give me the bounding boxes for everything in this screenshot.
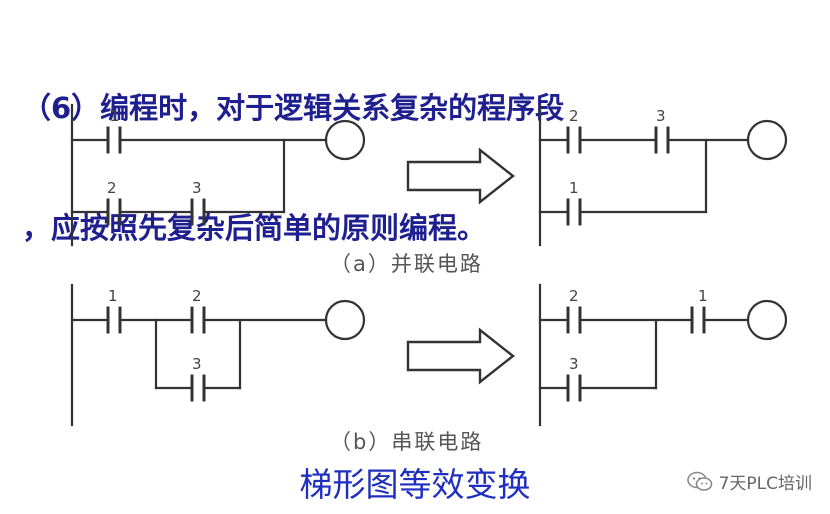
wechat-icon <box>686 471 712 491</box>
watermark: 7天PLC培训 <box>686 469 812 494</box>
heading-line-1: （6）编程时，对于逻辑关系复杂的程序段 <box>22 91 565 125</box>
contact-label: 3 <box>569 355 579 373</box>
contact-label: 2 <box>569 107 579 125</box>
contact-label: 2 <box>569 287 579 305</box>
contact-label: 1 <box>698 287 708 305</box>
contact-label: 3 <box>192 355 202 373</box>
caption-series: （b）串联电路 <box>330 430 483 454</box>
contact-label: 3 <box>192 179 202 197</box>
bottom-left-ladder <box>70 283 366 427</box>
caption-parallel: （a）并联电路 <box>330 252 483 276</box>
bottom-arrow-icon <box>406 327 515 385</box>
bottom-right-ladder <box>538 283 788 427</box>
contact-label: 3 <box>656 107 666 125</box>
contact-label: 1 <box>110 107 120 125</box>
top-right-ladder <box>538 103 788 247</box>
watermark-text: 7天PLC培训 <box>718 474 812 494</box>
heading: （6）编程时，对于逻辑关系复杂的程序段 ，应按照先复杂后简单的原则编程。 <box>22 8 564 288</box>
contact-label: 2 <box>192 287 202 305</box>
heading-line-2: ，应按照先复杂后简单的原则编程。 <box>22 211 487 245</box>
contact-label: 1 <box>108 287 118 305</box>
top-left-ladder <box>70 103 366 247</box>
contact-label: 2 <box>107 179 117 197</box>
contact-label: 1 <box>569 179 579 197</box>
top-arrow-icon <box>406 147 515 205</box>
footer-title: 梯形图等效变换 <box>299 465 531 504</box>
